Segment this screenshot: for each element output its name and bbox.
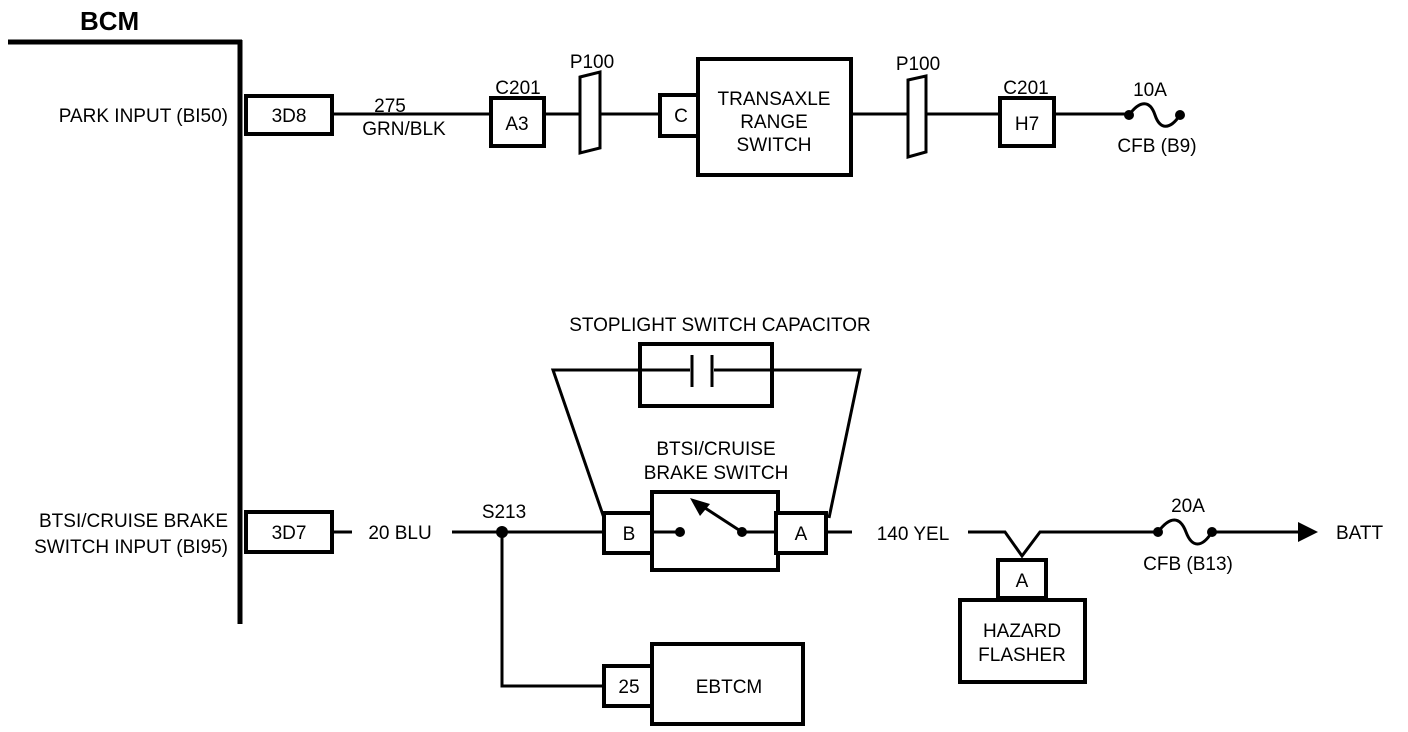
switch-blade	[701, 504, 743, 534]
fuse-20a-symbol	[1156, 518, 1214, 546]
splice-s213-label: S213	[482, 502, 526, 523]
brake-circuit: 3D7 20 BLU S213 25 EBTCM STOPLIGHT SWITC…	[244, 315, 1384, 726]
trs-label-2: RANGE	[740, 112, 808, 133]
hazard-flasher-label-1: HAZARD	[983, 621, 1061, 642]
c201-right-label: C201	[1003, 78, 1048, 99]
wire-275-color: GRN/BLK	[362, 119, 446, 140]
trs-label-1: TRANSAXLE	[718, 89, 831, 110]
bcm-btsi-input-label-2: SWITCH INPUT (BI95)	[34, 537, 228, 558]
trs-pin-c-label: C	[674, 106, 688, 127]
fuse-10a-rating: 10A	[1133, 80, 1167, 101]
fuse-20a-name: CFB (B13)	[1143, 554, 1233, 575]
capacitor-wire-left	[550, 368, 690, 519]
trs-pin-c	[658, 93, 705, 138]
hazard-flasher	[958, 598, 1087, 684]
c201-pin-a3	[489, 96, 546, 148]
ebtcm-pin-25-label: 25	[618, 677, 639, 698]
batt-arrow-icon	[1298, 522, 1318, 542]
capacitor-wire-right	[714, 368, 862, 519]
fuse-10a-terminal-right	[1175, 110, 1185, 120]
wire-140-yel-b	[968, 530, 1156, 559]
p100-right-label: P100	[896, 54, 940, 75]
bcm-pin-3d7-label: 3D7	[272, 523, 307, 544]
stoplight-switch-capacitor	[638, 342, 774, 408]
hazard-pin-a-label: A	[1016, 571, 1029, 592]
wire-275-number: 275	[374, 96, 406, 117]
park-circuit: 3D8 275 GRN/BLK C201 A3 P100 C TRANSAXLE…	[244, 52, 1197, 177]
bcm-pin-3d8-label: 3D8	[272, 106, 307, 127]
fuse-10a-name: CFB (B9)	[1117, 136, 1196, 157]
bcm-title: BCM	[80, 6, 139, 36]
c201-pin-h7-label: H7	[1015, 114, 1039, 135]
p100-right-connector	[906, 74, 928, 159]
brake-switch-label-2: BRAKE SWITCH	[644, 463, 789, 484]
bcm-module: BCM PARK INPUT (BI50) BTSI/CRUISE BRAKE …	[8, 6, 243, 624]
wire-to-ebtcm	[500, 532, 604, 688]
batt-label: BATT	[1336, 523, 1384, 544]
wire-140-yel-label: 140 YEL	[877, 524, 950, 545]
ebtcm-module	[650, 642, 805, 726]
c201-pin-a3-label: A3	[505, 114, 528, 135]
switch-blade-arrow	[690, 498, 710, 516]
p100-left-label: P100	[570, 52, 614, 73]
brake-switch-pin-b-label: B	[623, 524, 636, 545]
brake-switch-pin-a-label: A	[795, 524, 808, 545]
bcm-park-input-label: PARK INPUT (BI50)	[59, 106, 228, 127]
brake-switch-label-1: BTSI/CRUISE	[656, 439, 775, 460]
bcm-btsi-input-label-1: BTSI/CRUISE BRAKE	[39, 511, 228, 532]
c201-pin-h7	[998, 96, 1056, 148]
hazard-pin-a	[996, 558, 1048, 600]
switch-contact-left	[675, 527, 685, 537]
p100-left-connector	[578, 70, 602, 155]
hazard-flasher-label-2: FLASHER	[978, 645, 1066, 666]
ebtcm-label: EBTCM	[696, 677, 763, 698]
capacitor-label: STOPLIGHT SWITCH CAPACITOR	[569, 315, 871, 336]
fuse-20a-rating: 20A	[1171, 496, 1205, 517]
fuse-10a-symbol	[1127, 102, 1182, 128]
c201-left-label: C201	[495, 78, 540, 99]
trs-label-3: SWITCH	[737, 135, 812, 156]
wire-20-blu-label: 20 BLU	[368, 523, 431, 544]
transaxle-range-switch	[696, 57, 853, 177]
